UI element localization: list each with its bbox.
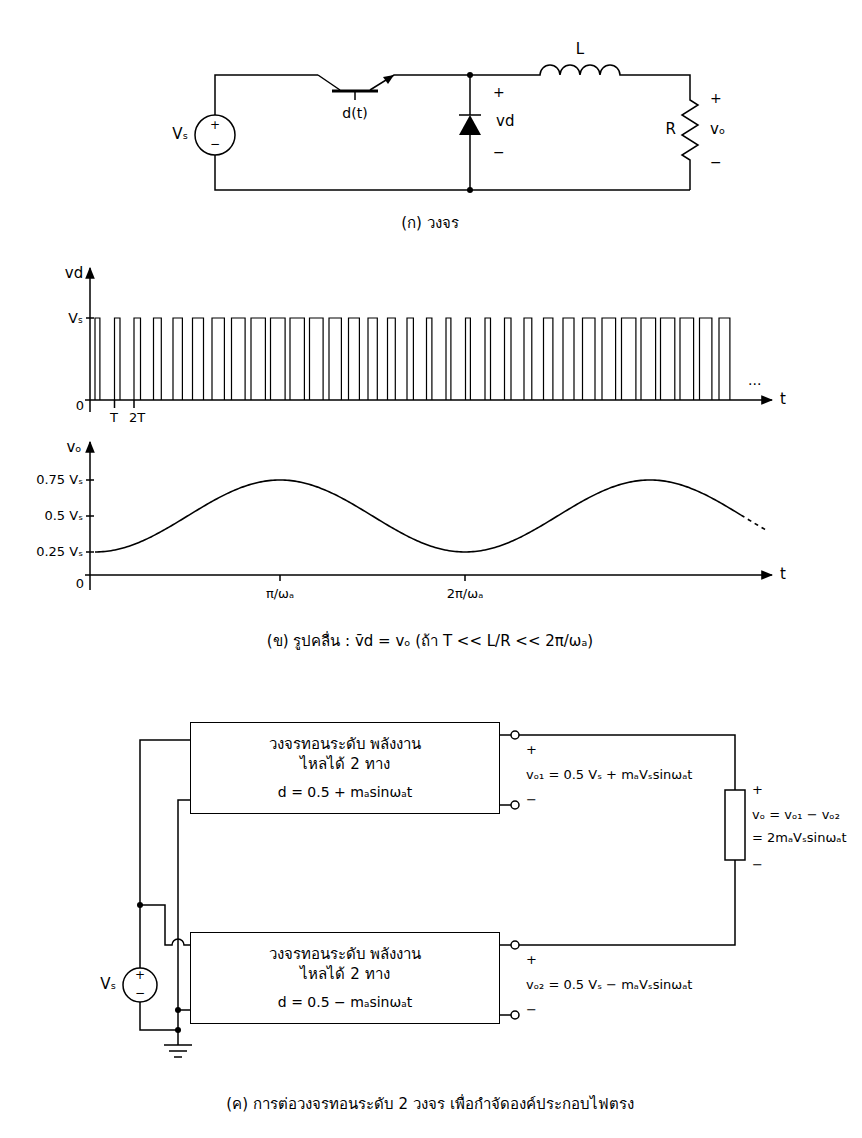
axis	[85, 574, 772, 576]
voltage-source	[195, 115, 235, 155]
level-label: 0.25 Vₛ	[36, 545, 83, 560]
junction-dot	[467, 72, 473, 78]
voltage-source	[123, 968, 157, 1002]
tick-label: 2T	[129, 411, 145, 426]
level-label: 0.75 Vₛ	[36, 473, 83, 488]
polarity: +	[710, 90, 722, 106]
inductor-label: L	[576, 41, 584, 58]
axis-label: t	[780, 566, 786, 583]
continuation: ...	[748, 372, 761, 388]
diode-symbol	[459, 75, 481, 190]
caption: (ค) การต่อวงจรทอนระดับ 2 วงจร เพื่อกำจัด…	[226, 1096, 633, 1113]
transistor-symbol	[318, 75, 470, 90]
load-box	[725, 790, 745, 860]
axis-label: 0	[76, 577, 84, 592]
pwm-waveform	[95, 318, 730, 400]
polarity: −	[493, 144, 505, 160]
duty-equation: d = 0.5 + mₐsinωₐt	[278, 783, 412, 802]
axis-label: 0	[76, 399, 84, 414]
tick-label: π/ωₐ	[266, 587, 294, 602]
level-label: 0.5 Vₛ	[44, 509, 83, 524]
tick-label: T	[110, 411, 118, 426]
polarity: −	[135, 987, 145, 1001]
polarity: +	[210, 119, 220, 133]
output-equation: vₒ₁ = 0.5 Vₛ + mₐVₛsinωₐt	[526, 768, 692, 783]
output-waveform	[741, 515, 767, 530]
transistor-base	[354, 92, 356, 100]
switch-signal: d(t)	[342, 105, 367, 121]
voltage-label: vd	[496, 113, 514, 130]
inductor-resistor	[470, 65, 698, 190]
terminal	[511, 941, 519, 949]
polarity: −	[526, 1003, 537, 1018]
source-label: Vₛ	[100, 976, 116, 993]
converter-box: วงจรทอนระดับ พลังงานไหลได้ 2 ทาง d = 0.5 …	[190, 932, 500, 1024]
tick	[86, 480, 465, 581]
caption: (ก) วงจร	[401, 215, 458, 232]
level-label: Vₛ	[68, 310, 83, 326]
output-equation: vₒ₂ = 0.5 Vₛ − mₐVₛsinωₐt	[526, 978, 692, 993]
junction-dot	[137, 902, 143, 908]
converter-box: วงจรทอนระดับ พลังงานไหลได้ 2 ทาง d = 0.5 …	[190, 722, 500, 814]
wire	[500, 735, 511, 1015]
polarity: −	[210, 138, 220, 152]
resistor-label: R	[666, 121, 676, 138]
box-title: วงจรทอนระดับ พลังงานไหลได้ 2 ทาง	[258, 734, 433, 775]
box-title: วงจรทอนระดับ พลังงานไหลได้ 2 ทาง	[258, 944, 433, 985]
polarity: +	[752, 783, 763, 798]
junction-dot	[175, 1027, 181, 1033]
terminal	[511, 801, 519, 809]
wire	[215, 155, 690, 190]
axis-label: vₒ	[66, 439, 81, 456]
axis	[85, 399, 772, 401]
wire	[215, 75, 318, 115]
ground-symbol	[164, 1045, 192, 1057]
tick-label: 2π/ωₐ	[447, 587, 483, 602]
output-equation: vₒ = vₒ₁ − vₒ₂	[752, 808, 840, 823]
polarity: −	[752, 858, 763, 873]
diode-symbol	[459, 115, 481, 135]
axis	[89, 268, 91, 412]
axis-label: vd	[65, 265, 83, 282]
caption: (ข) รูปคลื่น : v̄d = vₒ (ถ้า T << L/R <<…	[267, 633, 593, 650]
polarity: +	[135, 969, 145, 983]
wire	[140, 740, 190, 968]
wire	[140, 800, 190, 1045]
polarity: +	[526, 743, 537, 758]
polarity: +	[493, 84, 505, 100]
source-label: Vₛ	[172, 126, 188, 143]
voltage-label: vₒ	[710, 121, 725, 138]
polarity: +	[526, 953, 537, 968]
wire	[519, 735, 735, 945]
tick	[86, 318, 134, 408]
terminal	[511, 731, 519, 739]
junction-dot	[175, 1007, 181, 1013]
axis-label: t	[780, 391, 786, 408]
output-equation: = 2mₐVₛsinωₐt	[752, 831, 847, 846]
polarity: −	[710, 154, 722, 170]
output-waveform	[95, 480, 741, 552]
transistor-arrow	[383, 75, 394, 84]
duty-equation: d = 0.5 − mₐsinωₐt	[278, 993, 412, 1012]
terminal	[511, 1011, 519, 1019]
polarity: −	[526, 793, 537, 808]
junction-dot	[467, 187, 473, 193]
